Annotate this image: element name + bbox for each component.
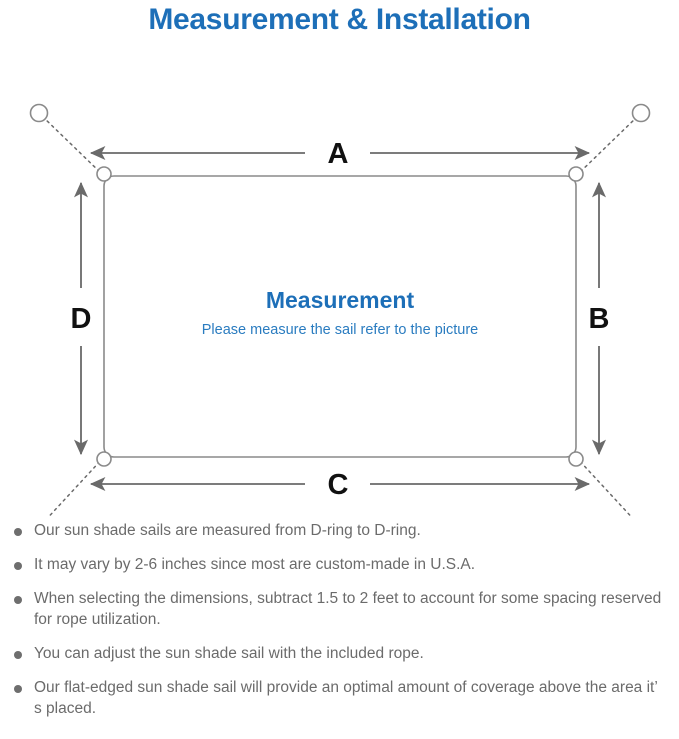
anchor-point-top-left <box>29 103 49 123</box>
measurement-center-sublabel: Please measure the sail refer to the pic… <box>202 322 478 338</box>
list-item: Our sun shade sails are measured from D-… <box>14 520 665 541</box>
rope-line-top-right <box>575 115 639 177</box>
diagram-container: A C D B Measurement Please measure the s… <box>0 38 679 516</box>
rope-line-bottom-right <box>575 456 632 516</box>
dimension-label-c: C <box>328 469 349 501</box>
sail-shape <box>103 175 577 458</box>
note-text: Our sun shade sails are measured from D-… <box>34 522 421 539</box>
notes-list: Our sun shade sails are measured from D-… <box>0 520 679 732</box>
bullet-icon <box>14 562 22 570</box>
list-item: Our flat-edged sun shade sail will provi… <box>14 677 665 719</box>
page-title: Measurement & Installation <box>148 3 531 36</box>
list-item: You can adjust the sun shade sail with t… <box>14 643 665 664</box>
note-text: It may vary by 2-6 inches since most are… <box>34 556 476 573</box>
dimension-label-b: B <box>589 303 610 335</box>
measurement-center-label: Measurement <box>266 287 415 313</box>
anchor-point-top-right <box>631 103 651 123</box>
rope-line-top-left <box>41 115 105 177</box>
note-text: Our flat-edged sun shade sail will provi… <box>34 679 658 717</box>
note-text: You can adjust the sun shade sail with t… <box>34 645 424 662</box>
bullet-icon <box>14 685 22 693</box>
rope-line-bottom-left <box>48 456 105 516</box>
bullet-icon <box>14 528 22 536</box>
bullet-icon <box>14 596 22 604</box>
dimension-label-a: A <box>328 138 349 170</box>
d-ring-top-left <box>96 166 112 182</box>
d-ring-bottom-left <box>96 451 112 467</box>
note-text: When selecting the dimensions, subtract … <box>34 590 662 628</box>
dimension-label-d: D <box>71 303 92 335</box>
bullet-icon <box>14 651 22 659</box>
list-item: It may vary by 2-6 inches since most are… <box>14 554 665 575</box>
list-item: When selecting the dimensions, subtract … <box>14 588 665 630</box>
d-ring-top-right <box>568 166 584 182</box>
d-ring-bottom-right <box>568 451 584 467</box>
sail-diagram-svg: A C D B Measurement Please measure the s… <box>29 103 651 516</box>
